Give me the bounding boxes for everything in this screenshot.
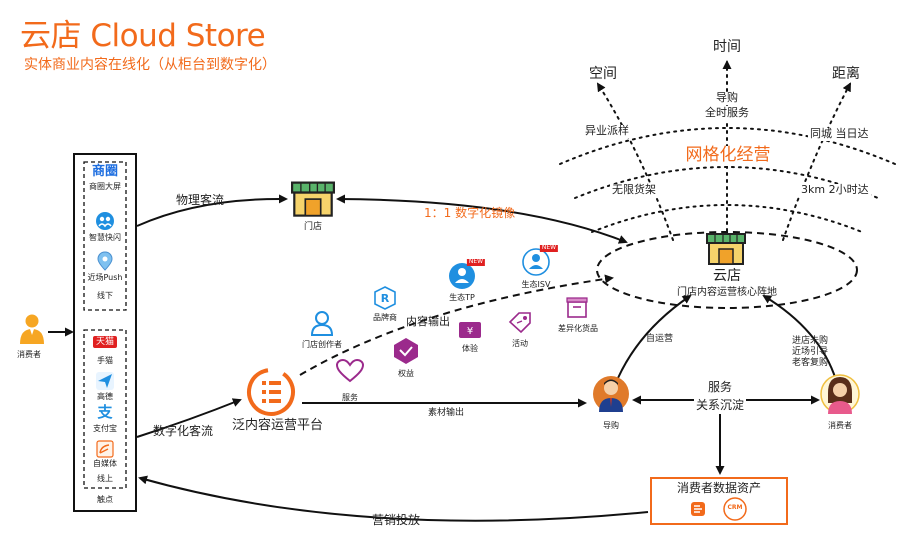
touchpoint-tmall-label: 手猫 [97,356,113,365]
rights-label: 权益 [398,369,414,378]
space-axis [596,82,674,241]
crm-title: 消费者数据资产 [676,481,762,495]
relation-label: 关系沉淀 [693,398,747,413]
store-label: 门店 [303,222,323,232]
grid-ops-label: 网格化经营 [681,145,775,166]
crm-badge-text: CRM [727,504,743,511]
digital-flow-label: 数字化客流 [153,424,214,438]
touchpoint-footer-label: 触点 [97,495,113,504]
nearby-line1: 进店未购 [791,336,829,346]
experience-icon: ¥ [459,322,481,338]
tmall-logo: 天猫 [92,336,118,349]
self-ops-arrow [617,294,692,379]
cloud-store-desc: 门店内容运营核心阵地 [677,287,777,298]
marketing-arrow [138,475,649,522]
content-output-arrow [299,274,614,376]
svg-text:R: R [381,292,390,305]
platform-icon [247,368,295,416]
marketing-label: 营销投放 [372,513,421,527]
activity-icon [508,312,531,333]
data-asset-icon [691,502,705,516]
alipay-logo: 支 [97,403,113,421]
service-heart-icon [336,359,364,383]
touchpoint-screen-label: 商圈大屏 [89,182,121,191]
rights-icon [394,338,418,364]
ring-guide-label: 导购 [714,91,740,105]
self-ops-label: 自运营 [646,334,674,344]
consumer-right-label: 消费者 [828,421,852,430]
service-label-eco: 服务 [342,393,358,402]
nearby-guide-arrow [762,294,837,381]
experience-label: 体验 [462,344,478,353]
eco-tp-icon [449,263,475,289]
mirror-label: 1：1 数字化镜像 [424,206,516,220]
service-label: 服务 [705,380,735,395]
differentiated-goods-icon [566,297,588,318]
eco-tp-new-badge: NEW [466,258,486,266]
consumer-left-label: 消费者 [17,350,41,359]
crm-badge-icon [723,497,747,521]
eco-tp-label: 生态TP [449,293,475,302]
amap-icon [96,372,114,390]
time-label: 时间 [713,39,741,55]
touchpoint-media-label: 自媒体 [93,459,117,468]
cloud-store-title: 云店 [713,268,741,284]
physical-flow-label: 物理客流 [176,193,225,207]
differentiated-goods-label: 差异化货品 [558,324,598,333]
cloud-store-icon [706,233,746,265]
flash-store-icon [96,212,114,230]
ring-same-city-label: 同城 当日达 [808,127,871,141]
eco-isv-new-badge: NEW [539,244,559,252]
touchpoint-amap-label: 高德 [97,392,113,401]
nearby-line3: 老客复购 [791,358,829,368]
offline-group-box [83,161,127,311]
touchpoint-alipay-label: 支付宝 [93,424,117,433]
online-group-box [83,329,127,489]
space-label: 空间 [589,66,617,82]
creator-label: 门店创作者 [302,340,342,349]
ring-allday-label: 全时服务 [703,106,751,120]
creator-icon [310,311,334,336]
eco-isv-label: 生态ISV [521,280,551,289]
mirror-arrow [336,194,628,244]
consumer-right-avatar-icon [820,374,860,414]
online-group-label: 线上 [97,474,113,483]
distance-axis [782,82,851,241]
shangquan-logo: 商圈 [91,164,119,179]
guide-avatar-icon [593,376,629,412]
guide-label: 导购 [603,421,619,430]
physical-flow-arrow [136,194,288,227]
ring-unlimited-shelf-label: 无限货架 [610,183,658,197]
svg-text:¥: ¥ [467,326,473,337]
touchpoint-push-label: 近场Push [87,273,123,282]
eco-isv-icon [522,248,550,276]
media-icon [96,440,114,458]
page-title: 云店 Cloud Store [20,18,266,54]
activity-label: 活动 [512,339,528,348]
consumer-icon [20,314,44,344]
touchpoint-panel [73,153,137,512]
material-output-label: 素材输出 [428,408,465,418]
location-pin-icon [97,251,113,271]
platform-label: 泛内容运营平台 [232,418,324,433]
offline-group-label: 线下 [97,291,113,300]
content-output-label: 内容输出 [406,315,450,328]
distance-label: 距离 [832,66,860,82]
cloud-store-ellipse [596,231,858,309]
nearby-line2: 近场引导 [791,347,829,357]
ring-cross-industry-label: 异业派样 [583,124,631,138]
brand-icon: R [374,286,396,310]
touchpoint-flash-label: 智慧快闪 [89,233,121,242]
ring-km-delivery-label: 3km 2小时达 [799,183,871,197]
digital-flow-arrow [136,398,242,438]
store-icon [291,181,335,217]
crm-box [650,477,788,525]
page-subtitle: 实体商业内容在线化（从柜台到数字化） [24,57,276,73]
brand-label: 品牌商 [373,313,397,322]
